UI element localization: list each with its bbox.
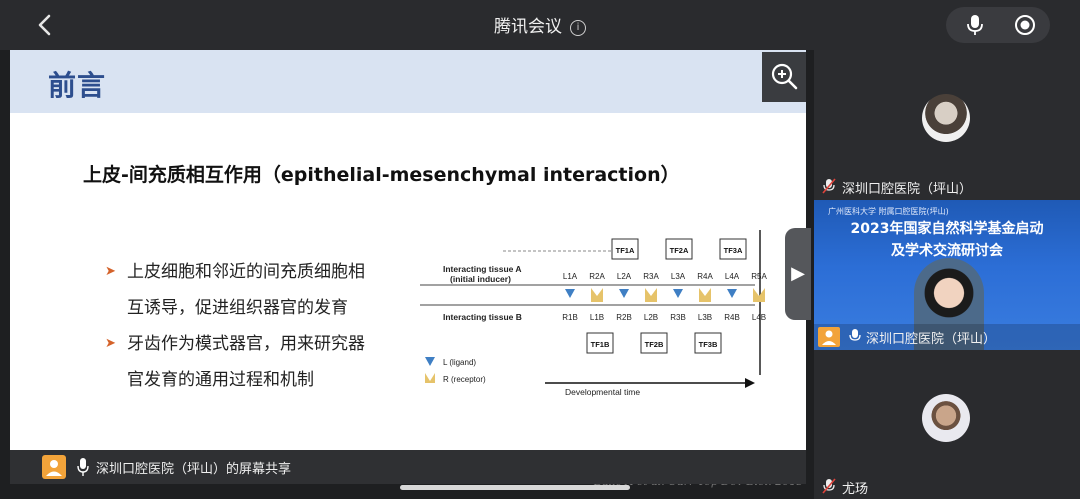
participant-name: 深圳口腔医院（坪山） xyxy=(866,332,997,347)
info-icon[interactable]: i xyxy=(570,20,586,36)
bottom-signal-label: L3B xyxy=(698,313,712,322)
tf-label: TF2A xyxy=(670,246,689,255)
bottom-signal-label: R1B xyxy=(562,313,578,322)
slide-heading: 前言 xyxy=(48,69,107,102)
muted-microphone-icon xyxy=(822,478,836,494)
receptor-legend-icon xyxy=(425,373,435,383)
tf-label: TF3A xyxy=(724,246,743,255)
receptor-icon xyxy=(645,288,657,302)
bottom-signal-label: R2B xyxy=(616,313,632,322)
video-name-bar xyxy=(814,324,1080,350)
record-icon[interactable] xyxy=(1014,14,1036,36)
video-banner-logo: 广州医科大学 附属口腔医院(坪山) xyxy=(828,207,949,216)
top-signal-label: R5A xyxy=(751,272,767,281)
ligand-icon xyxy=(727,289,737,298)
bullet-item: ➤ 上皮细胞和邻近的间充质细胞相 互诱导，促进组织器官的发育 xyxy=(105,254,407,326)
participant-name: 尤玚 xyxy=(842,482,869,497)
tf-box xyxy=(665,238,693,260)
collapse-panel-button[interactable]: ▶ xyxy=(785,228,811,320)
bullet-text: 官发育的通用过程和机制 xyxy=(127,370,314,390)
app-title[interactable]: 腾讯会议 i xyxy=(0,12,1080,37)
top-signal-label: L3A xyxy=(671,272,686,281)
avatar xyxy=(922,394,970,442)
bullet-item: ➤ 牙齿作为模式器官，用来研究器 官发育的通用过程和机制 xyxy=(105,326,407,398)
back-chevron-icon[interactable] xyxy=(30,10,60,40)
slide-subtitle: 上皮-间充质相互作用（epithelial-mesenchymal intera… xyxy=(83,164,680,186)
microphone-icon[interactable] xyxy=(964,14,986,36)
shared-slide: 前言 上皮-间充质相互作用（epithelial-mesenchymal int… xyxy=(10,50,806,488)
diagram-marks: L1A R2A L2A R3A L3A R4A L4A R5A R1B L1B R2B L2B R3B L… xyxy=(562,238,767,354)
top-signal-label: L2A xyxy=(617,272,632,281)
video-banner-title: 2023年国家自然科学基金启动 xyxy=(850,221,1044,237)
tf-label: TF3B xyxy=(699,340,718,349)
app-title-text: 腾讯会议 xyxy=(494,17,562,37)
bullet-text: 牙齿作为模式器官，用来研究器 xyxy=(127,334,365,354)
bullet-arrow-icon: ➤ xyxy=(105,264,116,279)
tissue-a-label: Interacting tissue A xyxy=(443,264,522,274)
tf-label: TF1B xyxy=(591,340,610,349)
tissue-b-label: Interacting tissue B xyxy=(443,312,522,322)
ligand-icon xyxy=(565,289,575,298)
zoom-in-icon xyxy=(771,63,798,90)
receptor-icon xyxy=(591,288,603,302)
participant-video-tile[interactable]: 广州医科大学 附属口腔医院(坪山) 2023年国家自然科学基金启动 及学术交流研… xyxy=(814,200,1080,350)
call-controls xyxy=(946,7,1050,43)
bottom-signal-label: R4B xyxy=(724,313,740,322)
tf-box xyxy=(586,332,614,354)
ligand-legend-label: L (ligand) xyxy=(443,358,476,367)
bottom-signal-label: L4B xyxy=(752,313,766,322)
ligand-icon xyxy=(619,289,629,298)
participant-avatar-icon xyxy=(818,327,840,347)
screen-share-bar: 深圳口腔医院（坪山）的屏幕共享 xyxy=(10,450,806,484)
receptor-legend-label: R (receptor) xyxy=(443,375,486,384)
share-label: 深圳口腔医院（坪山）的屏幕共享 xyxy=(96,462,292,477)
bottom-signal-label: L2B xyxy=(644,313,658,322)
top-signal-label: R3A xyxy=(643,272,659,281)
tf-label: TF1A xyxy=(616,246,635,255)
zoom-button[interactable] xyxy=(762,52,806,102)
microphone-icon xyxy=(76,457,90,477)
chevron-right-icon: ▶ xyxy=(791,263,805,284)
slide-header: 前言 xyxy=(10,50,806,113)
tf-box xyxy=(719,238,747,260)
receptor-icon xyxy=(699,288,711,302)
participant-name: 深圳口腔医院（坪山） xyxy=(842,182,973,197)
home-indicator[interactable] xyxy=(400,485,630,490)
top-signal-label: L1A xyxy=(563,272,578,281)
bullet-arrow-icon: ➤ xyxy=(105,336,116,351)
bottom-signal-label: R3B xyxy=(670,313,686,322)
tf-box xyxy=(640,332,668,354)
muted-microphone-icon xyxy=(822,178,836,194)
video-banner-subtitle: 及学术交流研讨会 xyxy=(891,243,1003,259)
tissue-a-sub-label: (initial inducer) xyxy=(450,274,511,284)
tf-box xyxy=(694,332,722,354)
bullet-text: 互诱导，促进组织器官的发育 xyxy=(127,298,348,318)
tf-box xyxy=(611,238,639,260)
bullet-text: 上皮细胞和邻近的间充质细胞相 xyxy=(127,262,365,282)
receptor-icon xyxy=(753,288,765,302)
top-signal-label: R2A xyxy=(589,272,605,281)
ligand-legend-icon xyxy=(425,357,435,366)
speaker-video xyxy=(914,258,984,350)
tf-label: TF2B xyxy=(645,340,664,349)
microphone-icon xyxy=(848,328,862,344)
share-avatar-icon xyxy=(42,455,66,479)
top-signal-label: L4A xyxy=(725,272,740,281)
top-bar: 腾讯会议 i xyxy=(0,0,1080,50)
top-signal-label: R4A xyxy=(697,272,713,281)
interaction-diagram: Interacting tissue A (initial inducer) I… xyxy=(420,230,767,397)
ligand-icon xyxy=(673,289,683,298)
avatar xyxy=(922,94,970,142)
time-label: Developmental time xyxy=(565,387,640,397)
bottom-signal-label: L1B xyxy=(590,313,604,322)
